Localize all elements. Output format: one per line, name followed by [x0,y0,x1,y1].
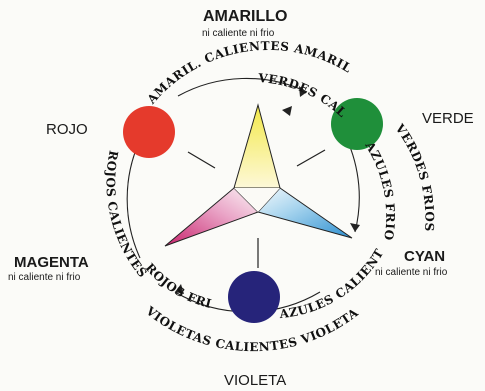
violeta-circle [228,271,280,323]
magenta-label: MAGENTA [14,254,89,271]
magenta-note: ni caliente ni frio [8,272,80,283]
triangle-figure [165,105,352,246]
rojo-circle [123,106,175,158]
amarillo-note: ni caliente ni frio [202,28,274,39]
arc-label-rojos-calientes: ROJOS CALIENTES [103,149,149,280]
arc-label-verdes-cal: VERDES CAL. [0,0,349,120]
cyan-note: ni caliente ni frio [375,267,447,278]
verde-label: VERDE [422,110,474,127]
rojo-label: ROJO [46,121,88,138]
cyan-label: CYAN [404,248,445,265]
violeta-label: VIOLETA [224,372,286,389]
amarillo-label: AMARILLO [203,8,287,26]
arc-label-verdes-frios: VERDES FRIOS [392,121,436,232]
